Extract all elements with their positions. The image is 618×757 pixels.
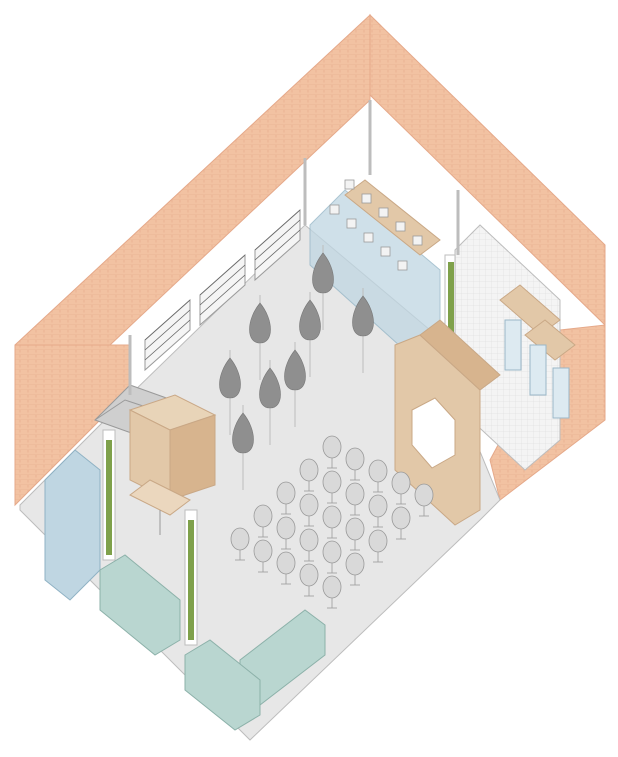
audience-chair bbox=[391, 471, 411, 505]
audience-chair bbox=[414, 483, 434, 517]
audience-chair bbox=[322, 540, 342, 574]
audience-chair bbox=[276, 551, 296, 585]
audience-chair bbox=[345, 552, 365, 586]
seating-grid bbox=[230, 435, 434, 609]
restroom-door-1 bbox=[504, 319, 522, 371]
meeting-chair bbox=[378, 207, 389, 218]
meeting-chair bbox=[344, 179, 355, 190]
audience-chair bbox=[299, 528, 319, 562]
audience-chair bbox=[230, 527, 250, 561]
restroom-door-3 bbox=[552, 367, 570, 419]
audience-chair bbox=[322, 505, 342, 539]
reception-block-side bbox=[169, 414, 216, 501]
audience-chair bbox=[253, 539, 273, 573]
audience-chair bbox=[322, 435, 342, 469]
glass-cabinet-left bbox=[44, 449, 101, 601]
pendant-lamp bbox=[232, 405, 254, 490]
audience-chair bbox=[299, 458, 319, 492]
meeting-chairs bbox=[329, 179, 423, 271]
audience-chair bbox=[276, 481, 296, 515]
meeting-chair bbox=[346, 218, 357, 229]
sofa-right-arm bbox=[184, 639, 261, 731]
audience-chair bbox=[299, 563, 319, 597]
pendant-lamp bbox=[312, 245, 334, 330]
plant-wall-1-green bbox=[106, 440, 112, 555]
bookshelf bbox=[254, 208, 301, 282]
meeting-chair bbox=[363, 232, 374, 243]
bookshelf bbox=[199, 253, 246, 327]
desk bbox=[129, 479, 191, 516]
plant-wall-3-green bbox=[448, 262, 454, 347]
audience-chair bbox=[322, 470, 342, 504]
audience-chair bbox=[322, 575, 342, 609]
meeting-chair bbox=[412, 235, 423, 246]
meeting-chair bbox=[397, 260, 408, 271]
audience-chair bbox=[345, 447, 365, 481]
audience-chair bbox=[368, 529, 388, 563]
audience-chair bbox=[253, 504, 273, 538]
audience-chair bbox=[391, 506, 411, 540]
audience-chair bbox=[345, 517, 365, 551]
pendant-lamp bbox=[259, 360, 281, 445]
pendant-lamp bbox=[284, 342, 306, 427]
audience-chair bbox=[368, 494, 388, 528]
meeting-chair bbox=[361, 193, 372, 204]
meeting-chair bbox=[329, 204, 340, 215]
pendant-lamps bbox=[219, 245, 374, 490]
audience-chair bbox=[299, 493, 319, 527]
pendant-lamp bbox=[299, 292, 321, 377]
audience-chair bbox=[276, 516, 296, 550]
meeting-chair bbox=[395, 221, 406, 232]
meeting-chair bbox=[380, 246, 391, 257]
audience-chair bbox=[368, 459, 388, 493]
restroom-door-2 bbox=[529, 344, 547, 396]
bookshelf bbox=[144, 298, 191, 372]
audience-chair bbox=[345, 482, 365, 516]
plant-wall-2-green bbox=[188, 520, 194, 640]
sofa-left bbox=[99, 554, 181, 656]
pendant-lamp bbox=[249, 295, 271, 380]
pendant-lamp bbox=[352, 288, 374, 373]
bookshelves bbox=[144, 208, 301, 372]
wood-wall-side bbox=[419, 319, 501, 391]
wood-wall-window bbox=[411, 397, 456, 469]
pendant-lamp bbox=[219, 350, 241, 435]
